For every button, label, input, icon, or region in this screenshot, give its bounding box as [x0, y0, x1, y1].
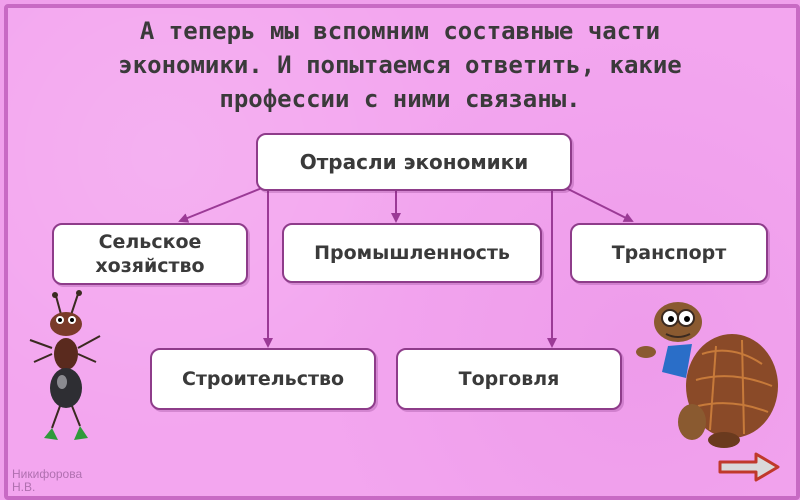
heading-line-2: экономики. И попытаемся ответить, какие [118, 51, 682, 79]
node-agriculture: Сельское хозяйство [52, 223, 248, 285]
node-industry-label: Промышленность [314, 242, 510, 264]
node-transport: Транспорт [570, 223, 768, 283]
heading-line-1: А теперь мы вспомним составные части [139, 17, 661, 45]
node-construction-label: Строительство [181, 368, 345, 390]
author-line-2: Н.В. [12, 480, 36, 494]
arrow-to-agriculture [178, 187, 263, 223]
node-industry: Промышленность [282, 223, 542, 283]
node-construction: Строительство [150, 348, 376, 410]
node-transport-label: Транспорт [611, 242, 727, 264]
node-agriculture-label-line-1: Сельское [98, 231, 202, 253]
heading-line-3: профессии с ними связаны. [219, 85, 581, 113]
node-trade: Торговля [396, 348, 622, 410]
arrow-to-transport [565, 187, 634, 222]
node-economy-sectors-label: Отрасли экономики [299, 150, 529, 174]
turtle-illustration [636, 302, 778, 448]
node-economy-sectors: Отрасли экономики [256, 133, 572, 191]
right-arrow-icon[interactable] [718, 452, 780, 482]
node-trade-label: Торговля [458, 368, 560, 390]
node-agriculture-label-line-2: хозяйство [95, 255, 205, 277]
author-line-1: Никифорова [12, 467, 83, 481]
slide-heading: А теперь мы вспомним составные части эко… [30, 14, 770, 116]
author-credit: Никифорова Н.В. [12, 468, 132, 494]
ant-illustration [29, 290, 101, 440]
